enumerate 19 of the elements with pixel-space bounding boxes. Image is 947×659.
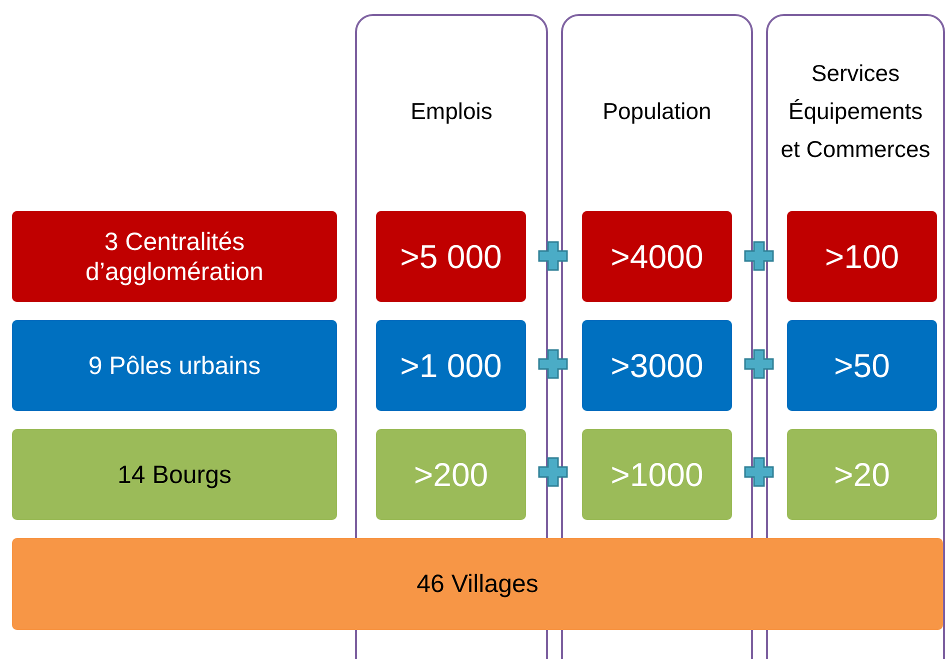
value-tile: >20 [787, 429, 937, 520]
column-header: Population [602, 97, 712, 126]
category-bar: 14 Bourgs [12, 429, 337, 520]
category-bar: 9 Pôles urbains [12, 320, 337, 411]
value-tile: >100 [787, 211, 937, 302]
column-header: Emplois [410, 97, 494, 126]
value-tile: >4000 [582, 211, 732, 302]
category-bar: 46 Villages [12, 538, 943, 630]
category-bar: 3 Centralités d’agglomération [12, 211, 337, 302]
value-tile: >1 000 [376, 320, 526, 411]
column-panel [766, 14, 945, 659]
column-header: Services Équipements et Commerces [780, 59, 932, 164]
value-tile: >3000 [582, 320, 732, 411]
column-panel [561, 14, 753, 659]
value-tile: >5 000 [376, 211, 526, 302]
value-tile: >200 [376, 429, 526, 520]
value-tile: >1000 [582, 429, 732, 520]
column-panel [355, 14, 548, 659]
value-tile: >50 [787, 320, 937, 411]
